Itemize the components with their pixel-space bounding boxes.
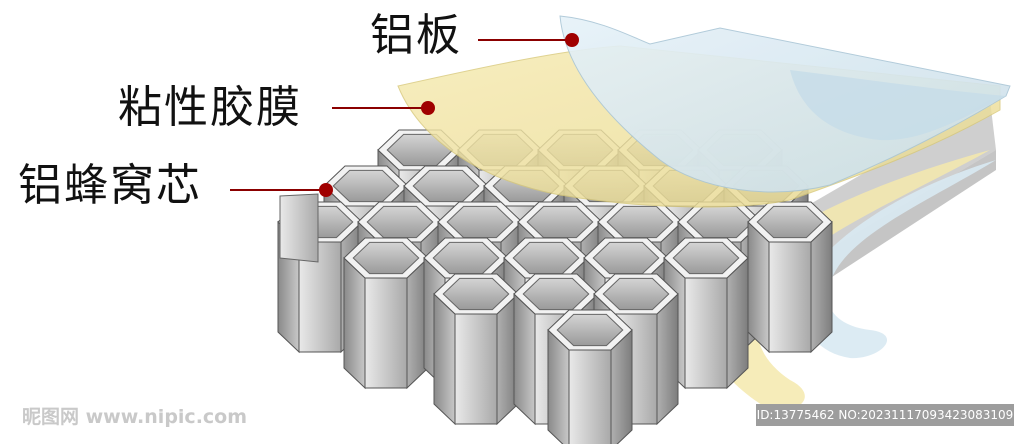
honeycomb-cell	[747, 201, 833, 354]
leader-dot-aluminum-plate	[565, 33, 579, 47]
core-left-wall	[279, 193, 319, 263]
label-aluminum-plate: 铝板	[370, 10, 462, 61]
aluminum-plate-fold	[790, 70, 1006, 141]
label-adhesive-film: 粘性胶膜	[118, 82, 302, 133]
leader-lines	[230, 33, 579, 197]
leader-dot-adhesive-film	[421, 101, 435, 115]
honeycomb-cell	[343, 237, 429, 390]
label-honeycomb-core: 铝蜂窝芯	[18, 160, 202, 211]
aluminum-plate-sheet	[559, 15, 1011, 193]
watermark-id: ID:13775462 NO:20231117093423083109	[756, 404, 1014, 426]
honeycomb-cell	[433, 273, 519, 426]
leader-dot-honeycomb-core	[319, 183, 333, 197]
watermark-site: 昵图网 www.nipic.com	[22, 406, 248, 428]
honeycomb-cell	[547, 309, 633, 444]
